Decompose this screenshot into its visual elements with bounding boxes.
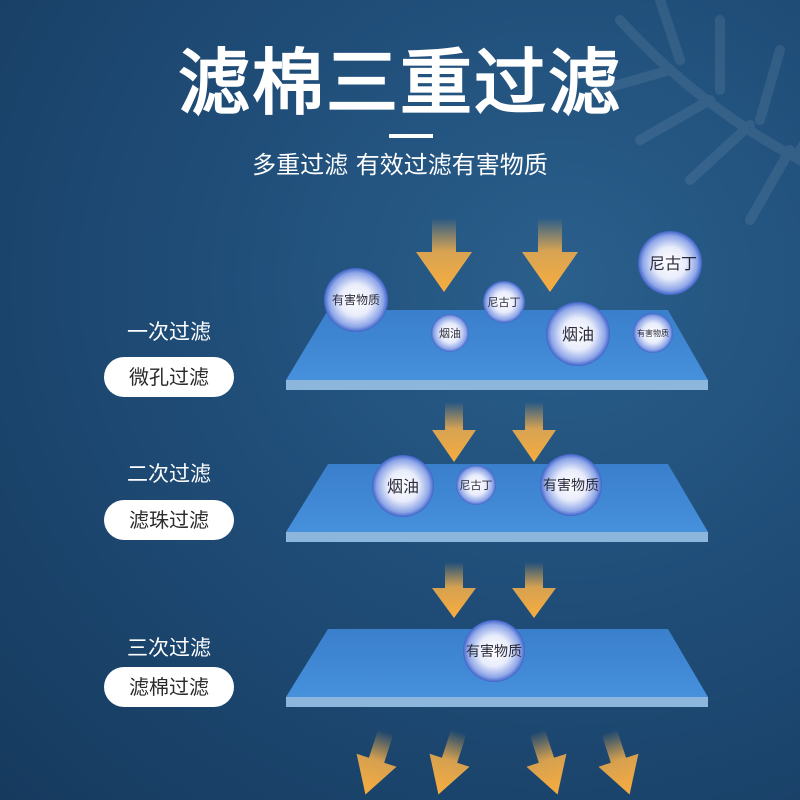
particle-nicotine: 尼古丁 bbox=[456, 465, 496, 505]
stage-1-name-pill: 微孔过滤 bbox=[104, 357, 234, 397]
arrow-down-icon bbox=[522, 218, 578, 292]
arrow-down-icon bbox=[512, 562, 556, 618]
svg-text:烟油: 烟油 bbox=[439, 326, 461, 340]
particle-oil: 烟油 bbox=[431, 314, 469, 352]
filter-plate-2 bbox=[286, 464, 708, 542]
title-divider bbox=[389, 134, 433, 138]
arrow-down-icon bbox=[598, 729, 639, 795]
page-subtitle: 多重过滤 有效过滤有害物质 bbox=[252, 151, 548, 179]
svg-text:有害物质: 有害物质 bbox=[332, 292, 380, 307]
arrow-down-icon bbox=[416, 218, 472, 292]
svg-text:烟油: 烟油 bbox=[387, 477, 419, 496]
stage-2-name-pill: 滤珠过滤 bbox=[104, 500, 234, 540]
particle-harmful: 有害物质 bbox=[463, 620, 525, 682]
svg-text:尼古丁: 尼古丁 bbox=[649, 254, 697, 273]
svg-text:有害物质: 有害物质 bbox=[466, 644, 522, 660]
svg-text:尼古丁: 尼古丁 bbox=[460, 479, 493, 492]
arrow-down-icon bbox=[526, 729, 567, 795]
particle-nicotine: 尼古丁 bbox=[483, 281, 525, 323]
particle-nicotine: 尼古丁 bbox=[638, 231, 702, 295]
page-title: 滤棉三重过滤 bbox=[177, 41, 622, 125]
arrow-down-icon bbox=[432, 402, 476, 462]
arrow-down-icon bbox=[512, 402, 556, 462]
stage-3-label: 三次过滤 bbox=[127, 636, 211, 660]
svg-text:尼古丁: 尼古丁 bbox=[488, 296, 521, 309]
particle-harmful: 有害物质 bbox=[633, 313, 673, 353]
stage-2-label: 二次过滤 bbox=[127, 462, 211, 486]
stage-1-label: 一次过滤 bbox=[127, 320, 211, 344]
leaf-decoration-icon bbox=[595, 0, 800, 225]
svg-text:烟油: 烟油 bbox=[562, 325, 594, 344]
arrow-down-icon bbox=[356, 729, 397, 795]
particle-harmful: 有害物质 bbox=[324, 268, 388, 332]
particle-oil: 烟油 bbox=[546, 302, 610, 366]
svg-text:有害物质: 有害物质 bbox=[637, 328, 669, 338]
stage-3-name-pill: 滤棉过滤 bbox=[104, 667, 234, 707]
particle-oil: 烟油 bbox=[372, 455, 434, 517]
svg-text:有害物质: 有害物质 bbox=[543, 478, 599, 494]
particle-harmful: 有害物质 bbox=[540, 454, 602, 516]
arrow-down-icon bbox=[429, 729, 470, 795]
arrow-down-icon bbox=[432, 562, 476, 618]
